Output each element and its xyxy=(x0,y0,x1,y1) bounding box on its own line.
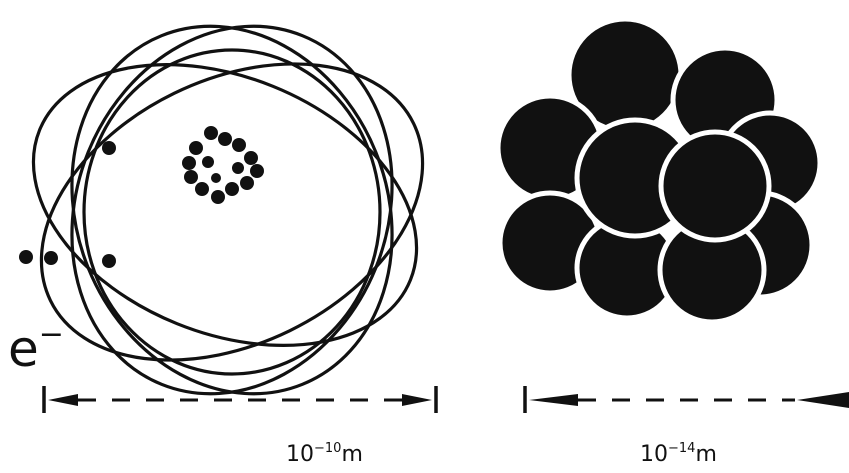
nucleus-scale-bar xyxy=(525,386,849,413)
electron-dot xyxy=(19,250,33,264)
electron-dot xyxy=(102,254,116,268)
atom-nucleus xyxy=(182,126,264,204)
nucleon xyxy=(661,132,769,240)
orbit-ellipse xyxy=(18,0,446,442)
orbit-ellipse xyxy=(0,5,471,419)
electron-dot xyxy=(44,251,58,265)
electron-label: e− xyxy=(8,310,64,374)
orbit-ellipse xyxy=(18,0,446,442)
atom-model xyxy=(0,0,471,442)
orbit-ellipse xyxy=(84,50,380,374)
nucleus-scale-label: 10−14m xyxy=(640,436,717,468)
atom-scale-label: 10−10m xyxy=(286,436,363,468)
nucleus-model xyxy=(498,19,820,322)
electron-dot xyxy=(102,141,116,155)
